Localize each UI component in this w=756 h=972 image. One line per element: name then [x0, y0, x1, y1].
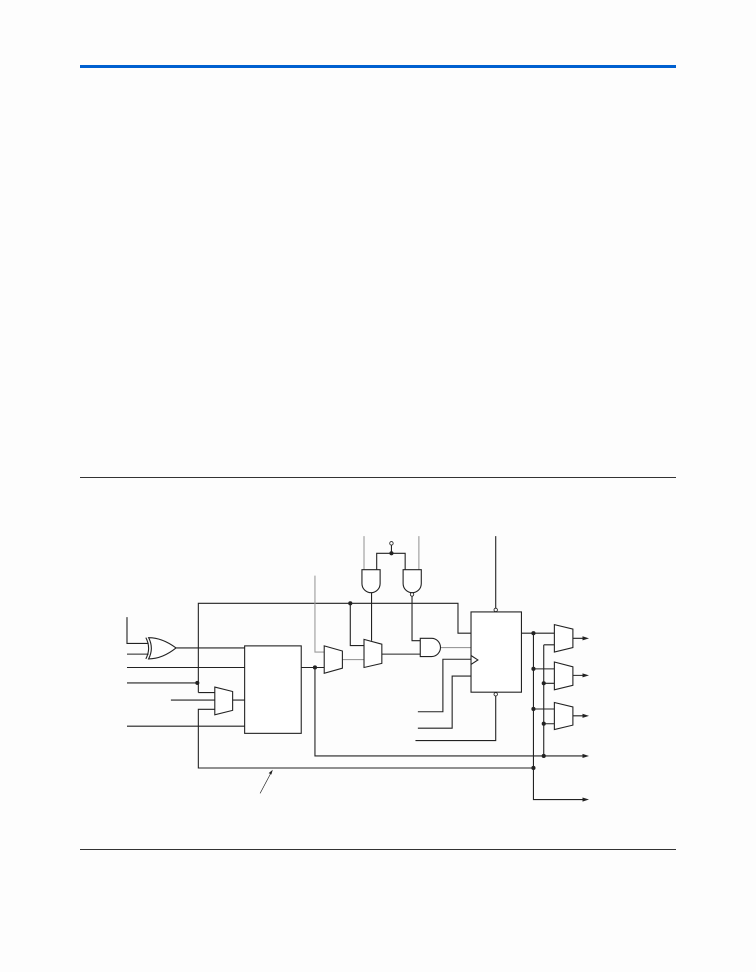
mux-2	[363, 638, 383, 669]
register-block	[470, 611, 522, 693]
mux-input	[214, 686, 234, 716]
vcc-terminal	[389, 541, 394, 546]
output-mux-b	[553, 661, 574, 691]
wires	[126, 536, 585, 801]
preset-bubble	[493, 607, 498, 613]
and-gate-1	[361, 569, 381, 594]
output-arrows	[582, 636, 590, 802]
clear-bubble	[493, 692, 498, 697]
clock-triangle	[470, 655, 479, 665]
output-mux-a	[553, 623, 574, 653]
mux-1	[323, 645, 343, 675]
figure-top-rule	[80, 477, 676, 478]
figure-bottom-rule	[80, 849, 676, 850]
output-mux-c	[553, 701, 574, 731]
junction-dots	[195, 551, 546, 771]
nand-inversion-bubble	[409, 592, 415, 597]
nand-gate	[402, 569, 422, 594]
and-gate-2	[419, 637, 442, 658]
lut-block	[244, 645, 302, 734]
header-rule	[80, 65, 676, 68]
xor-gate	[145, 637, 177, 660]
